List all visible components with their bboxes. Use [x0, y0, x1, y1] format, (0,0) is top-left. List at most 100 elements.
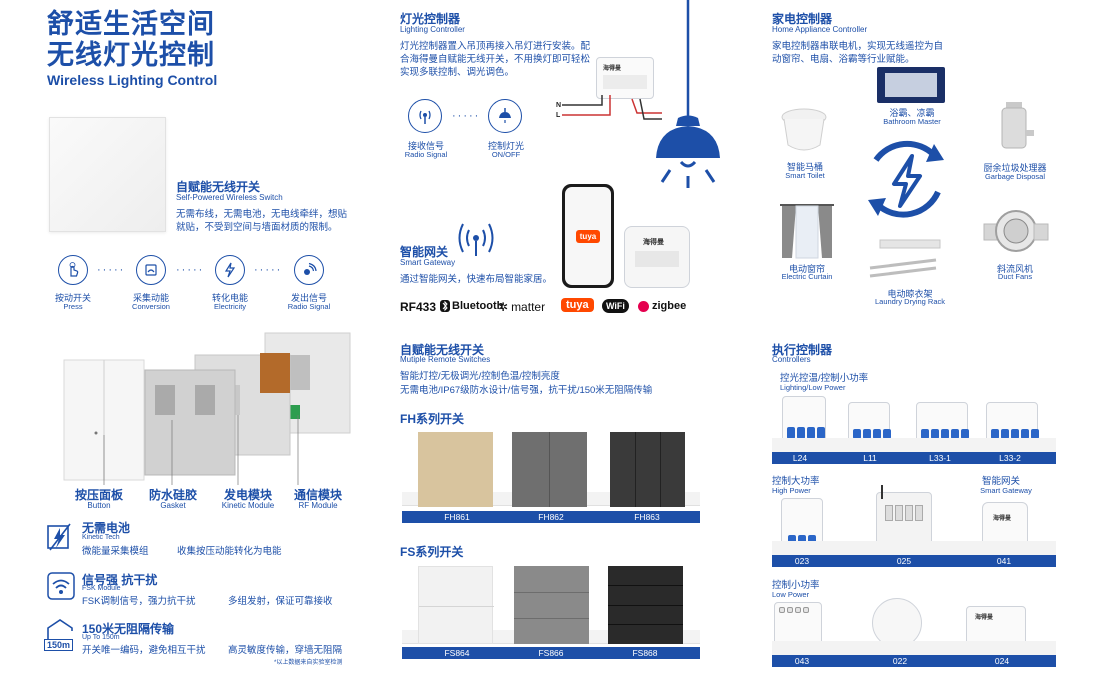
- module-024-brand: 海得曼: [975, 615, 994, 621]
- group2a-label-en: High Power: [772, 486, 811, 495]
- zigbee-icon: [638, 300, 649, 312]
- device-label-area: [603, 75, 647, 89]
- fs866-panel: [514, 566, 589, 644]
- switch-exploded-diagram: [63, 332, 351, 485]
- group2-shelf: 023 025 041: [772, 555, 1056, 567]
- page-title-line2: 无线灯光控制: [47, 40, 215, 70]
- appliance-rack-label: 电动晾衣架: [887, 289, 933, 299]
- group3-label: 控制小功率: [772, 580, 820, 591]
- appliance-bath-label: 浴霸、凉霸: [889, 108, 935, 118]
- part-kinetic-label-en: Kinetic Module: [221, 501, 275, 510]
- radio-signal-icon: [294, 255, 324, 285]
- lc-ctrl-label: 控制灯光: [487, 141, 524, 151]
- fh-shelf: FH861 FH862 FH863: [402, 511, 700, 523]
- fh862-panel: [512, 432, 587, 507]
- page-title-en: Wireless Lighting Control: [47, 72, 218, 88]
- feature-2-desc-2: 多组发射，保证可靠接收: [228, 596, 333, 607]
- lighting-controller-device: 海得曼: [596, 57, 654, 99]
- group2b-label: 智能网关: [982, 476, 1021, 487]
- garbage-disposal-image: [1001, 102, 1034, 149]
- battery-free-icon: [47, 523, 71, 551]
- feature-3-title: 150米无阻隔传输: [82, 622, 175, 636]
- receive-signal-node: [408, 99, 446, 137]
- wireless-switch-panel: [49, 117, 166, 232]
- switch-description: 无需布线，无需电池，无电线牵绊，想贴就贴，不受到空间与墙面材质的限制。: [176, 209, 348, 233]
- fs868-label: FS868: [632, 648, 658, 658]
- protocol-rf433: RF433: [400, 300, 437, 314]
- fs866-label: FS866: [538, 648, 564, 658]
- fh863-panel: [610, 432, 685, 507]
- lc-recv-label-en: Radio Signal: [404, 150, 448, 159]
- gateway-label-area: [635, 251, 679, 267]
- footnote: *以上数据来自实验室检测: [274, 660, 343, 666]
- appliance-curtain-label-en: Electric Curtain: [781, 272, 833, 281]
- wire-l: L: [556, 112, 561, 119]
- appliance-bath-label-en: Bathroom Master: [883, 117, 941, 126]
- gateway-signal-icon: [458, 223, 494, 256]
- step-label-radio-en: Radio Signal: [287, 302, 331, 311]
- model-l24-label: L24: [792, 453, 808, 463]
- switch-title-en: Self-Powered Wireless Switch: [176, 193, 283, 202]
- feature-2-title: 信号强 抗干扰: [82, 573, 158, 587]
- lc-title: 灯光控制器: [400, 12, 461, 26]
- matter-icon: ✲: [498, 300, 509, 314]
- house-150m-icon: [47, 619, 73, 639]
- protocol-bluetooth: Bluetooth: [440, 300, 503, 312]
- fs868-panel: [608, 566, 683, 644]
- appliance-garbage-label: 厨余垃圾处理器: [983, 163, 1047, 173]
- step-label-electricity-en: Electricity: [213, 302, 247, 311]
- part-rf-label: 通信模块: [293, 488, 342, 502]
- model-l33-2-label: L33-2: [999, 453, 1021, 463]
- fs-shelf: FS864 FS866 FS868: [402, 647, 700, 659]
- part-button-label-en: Button: [87, 501, 111, 510]
- duct-fan-image: [983, 210, 1049, 252]
- feature-2-title-en: FSK Module: [82, 585, 121, 592]
- ms-title-en: Mutiple Remote Switches: [400, 355, 491, 364]
- ctrl-title-en: Controllers: [772, 355, 811, 364]
- lc-dots: ·····: [452, 110, 481, 122]
- bluetooth-label: Bluetooth: [452, 300, 504, 312]
- step-label-conversion: 采集动能: [132, 293, 169, 303]
- gw-title-en: Smart Gateway: [400, 258, 456, 267]
- step-dots-1: ·····: [97, 264, 126, 276]
- smart-toilet-image: [781, 108, 827, 151]
- matter-label: matter: [511, 300, 546, 314]
- step-press: [58, 255, 88, 285]
- gateway-brand: 海得曼: [643, 239, 664, 246]
- zigbee-label: zigbee: [652, 300, 687, 312]
- ha-title-en: Home Appliance Controller: [772, 25, 868, 34]
- feature-3-desc-2: 高灵敏度传输，穿墙无阻隔: [228, 645, 343, 656]
- module-041-brand: 海得曼: [993, 516, 1012, 522]
- appliance-fan-label: 斜流风机: [996, 264, 1033, 274]
- feature-2-desc-1: FSK调制信号，强力抗干扰: [82, 596, 196, 607]
- group2a-label: 控制大功率: [772, 476, 820, 487]
- gw-description: 通过智能网关，快速布局智能家居。: [400, 274, 553, 285]
- fh862-label: FH862: [538, 512, 564, 522]
- protocol-tuya: tuya: [561, 298, 594, 312]
- fh861-panel: [418, 432, 493, 507]
- fh861-label: FH861: [444, 512, 470, 522]
- bathroom-heater-image: [877, 67, 945, 103]
- fs864-panel: [418, 566, 494, 644]
- appliance-curtain-label: 电动窗帘: [788, 264, 825, 274]
- appliance-garbage-label-en: Garbage Disposal: [984, 172, 1046, 181]
- step-radio: [294, 255, 324, 285]
- lc-description: 灯光控制器置入吊顶再接入吊灯进行安装。配合海得曼自赋能无线开关，不用换灯即可轻松…: [400, 41, 591, 78]
- protocol-zigbee: zigbee: [638, 300, 686, 312]
- appliance-toilet-label: 智能马桶: [786, 162, 823, 172]
- page-title-line1: 舒适生活空间: [47, 9, 215, 39]
- fh-series-title: FH系列开关: [400, 412, 464, 426]
- control-light-node: [488, 99, 526, 137]
- step-dots-2: ·····: [176, 264, 205, 276]
- part-rf-label-en: RF Module: [298, 501, 338, 510]
- bluetooth-icon: [440, 300, 450, 312]
- ha-title: 家电控制器: [772, 12, 833, 26]
- tuya-app-logo: tuya: [575, 229, 601, 243]
- pendant-lamp-icon: [656, 0, 720, 188]
- module-043: [774, 602, 822, 648]
- hand-press-icon: [58, 255, 88, 285]
- feature-1-title-en: Kinetic Tech: [82, 534, 120, 541]
- model-025-label: 025: [896, 556, 912, 566]
- phone-screen: tuya: [565, 187, 611, 285]
- feature-1-desc-2: 收集按压动能转化为电能: [177, 546, 282, 557]
